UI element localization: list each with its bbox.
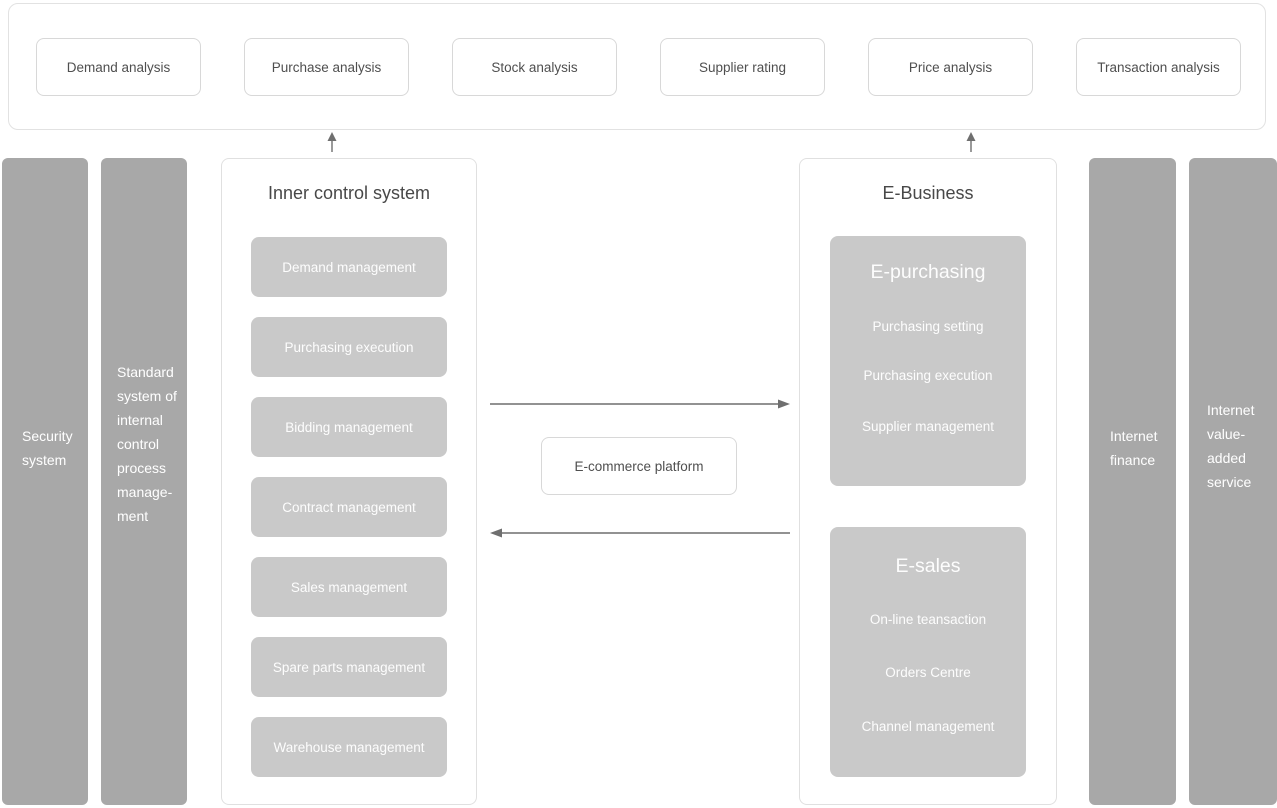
analysis-box-supplier-rating: Supplier rating: [660, 38, 825, 96]
arrow-right-icon: [490, 399, 790, 409]
e-sales-item-channel: Channel management: [861, 719, 995, 734]
e-business-panel: E-Business E-purchasing Purchasing setti…: [799, 158, 1057, 805]
e-purchasing-title: E-purchasing: [870, 261, 986, 283]
inner-control-item-purchasing: Purchasing execution: [251, 317, 447, 377]
e-purchasing-item-execution: Purchasing execution: [863, 368, 993, 383]
security-system-label: Security system: [22, 428, 73, 468]
analysis-box-demand: Demand analysis: [36, 38, 201, 96]
arrow-up-icon: [327, 132, 337, 152]
internet-value-added-label: Internet value- added service: [1207, 402, 1255, 490]
e-purchasing-item-supplier: Supplier management: [861, 419, 995, 434]
e-purchasing-group: E-purchasing Purchasing setting Purchasi…: [830, 236, 1026, 486]
analysis-box-stock: Stock analysis: [452, 38, 617, 96]
analysis-box-price: Price analysis: [868, 38, 1033, 96]
internet-finance-label: Internet finance: [1110, 428, 1158, 468]
e-purchasing-item-setting: Purchasing setting: [872, 319, 984, 334]
sidebar-security-system: Security system: [2, 158, 88, 805]
analysis-box-transaction: Transaction analysis: [1076, 38, 1241, 96]
inner-control-item-warehouse: Warehouse management: [251, 717, 447, 777]
e-sales-group: E-sales On-line teansaction Orders Centr…: [830, 527, 1026, 777]
inner-control-item-bidding: Bidding management: [251, 397, 447, 457]
sidebar-internet-finance: Internet finance: [1089, 158, 1176, 805]
e-sales-item-orders-centre: Orders Centre: [885, 665, 971, 680]
analysis-box-purchase: Purchase analysis: [244, 38, 409, 96]
inner-control-panel: Inner control system Demand management P…: [221, 158, 477, 805]
inner-control-title: Inner control system: [267, 183, 431, 203]
arrow-up-icon: [966, 132, 976, 152]
sidebar-internet-value-added: Internet value- added service: [1189, 158, 1277, 805]
e-business-title: E-Business: [882, 183, 974, 203]
inner-control-item-sales: Sales management: [251, 557, 447, 617]
arrow-left-icon: [490, 528, 790, 538]
e-sales-title: E-sales: [895, 555, 961, 577]
e-sales-item-online-transaction: On-line teansaction: [869, 612, 987, 627]
e-commerce-platform-box: E-commerce platform: [541, 437, 737, 495]
inner-control-item-spare-parts: Spare parts management: [251, 637, 447, 697]
inner-control-item-contract: Contract management: [251, 477, 447, 537]
sidebar-standard-system: Standard system of internal control proc…: [101, 158, 187, 805]
standard-system-label: Standard system of internal control proc…: [117, 364, 177, 524]
inner-control-item-demand: Demand management: [251, 237, 447, 297]
analysis-row-container: Demand analysis Purchase analysis Stock …: [8, 3, 1266, 130]
